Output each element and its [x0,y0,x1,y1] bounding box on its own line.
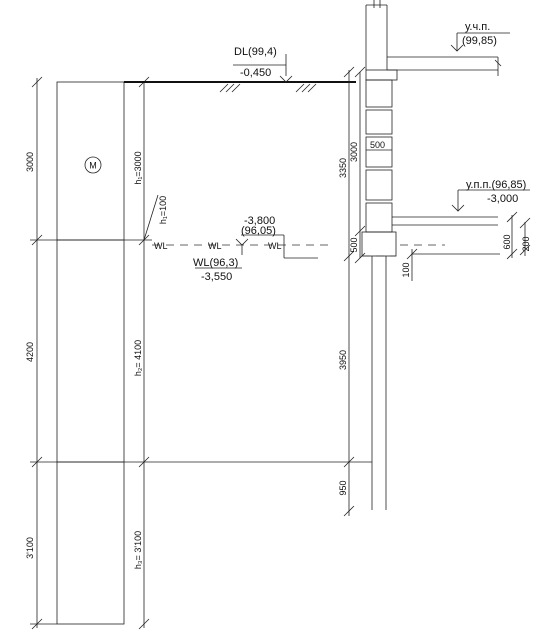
dim-h-1: h₁=3000 [133,151,143,184]
wl-label-3: WL [268,241,282,251]
soil-column: M [56,81,125,625]
dim-right-2: 200 [521,236,531,251]
footing [361,231,397,257]
ground-top-level: (99,85) [462,35,497,47]
layer-thickness-chain: h₁=3000 h₂= 4100 h₃= 3'100 h₁=100 [133,76,168,630]
dim-mid-3: 950 [338,480,348,495]
floor-level-marker: у.п.п.(96,85) -3,000 [451,179,530,212]
top-level-marker: у.ч.п. (99,85) [450,21,510,52]
dim-left-2: 4200 [25,342,35,362]
dim-wall-1: 3000 [349,142,359,162]
dim-h-3: h₃= 3'100 [133,531,143,569]
wl-label-2: WL [208,241,222,251]
dim-left-1: 3000 [25,152,35,172]
dim-left-3: 3'100 [25,537,35,559]
middle-dimension-chain: 3350 3950 950 [338,66,355,517]
block-4 [365,169,393,201]
footing-level-text: (96,05) [241,225,276,237]
block-5 [365,202,393,233]
wall-dimension-chain: 3000 500 [349,66,366,264]
floor-elev-text: -3,000 [487,193,518,205]
footing-elev-text: -3,800 [244,215,275,227]
soil-marker-circle [84,156,102,174]
dim-mid-2: 3950 [338,350,348,370]
dl-elev-text: -0,450 [240,67,271,79]
footing-level-marker: -3,800 (96,05) [241,215,318,259]
soil-layer-2 [56,239,125,463]
dim-foot-h: 100 [401,262,411,277]
building-wall: 500 [361,0,502,510]
dim-right-1: 600 [502,234,512,249]
block-2 [365,109,393,135]
wl-elev-text: -3,550 [201,271,232,283]
dl-level-marker: DL(99,4) -0,450 [233,46,293,83]
soil-layer-3 [56,461,125,625]
soil-marker-text: M [89,161,97,171]
block-1 [365,79,393,108]
water-table: WL WL WL WL(96,3) -3,550 [152,238,445,283]
right-dimension-chain: 100 600 200 [401,211,531,281]
dim-block-w: 500 [370,140,385,150]
dl-level-text: DL(99,4) [234,46,277,58]
wl-level-text: WL(96,3) [193,257,238,269]
dim-mid-1: 3350 [338,158,348,178]
floor-mark-text: у.п.п.(96,85) [466,179,526,191]
block-3 [365,136,393,168]
ground-top-mark: у.ч.п. [465,21,490,33]
dim-h-100: h₁=100 [158,196,168,224]
dim-wall-2: 500 [349,237,359,252]
left-dimension-chain: 3000 4200 3'100 [25,76,57,630]
wl-label-1: WL [154,241,168,251]
dim-h-2: h₂= 4100 [133,340,143,376]
ground-surface [124,81,356,93]
